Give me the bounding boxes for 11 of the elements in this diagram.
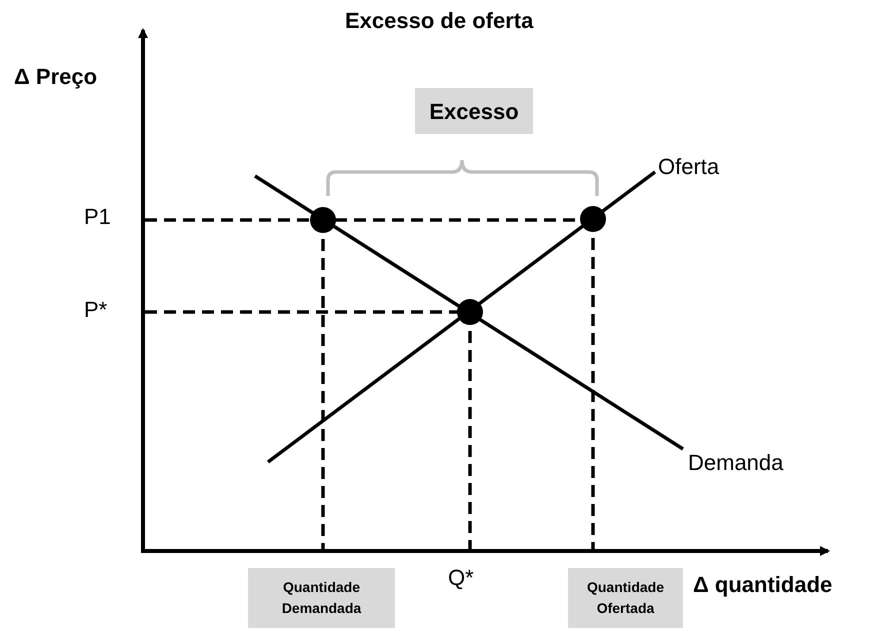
label-box: Excesso: [415, 88, 533, 134]
axis-tick-label: P*: [84, 297, 108, 323]
chart-title: Excesso de oferta: [345, 8, 534, 34]
axis-tick-label: Q*: [448, 565, 474, 591]
label-box: Quantidade Demandada: [248, 568, 395, 628]
axis-label: Δ Preço: [14, 64, 98, 90]
label-box: Quantidade Ofertada: [568, 568, 683, 628]
curve-label: Oferta: [658, 154, 720, 180]
axis-label: Δ quantidade: [693, 572, 832, 598]
curve-label: Demanda: [688, 450, 784, 476]
axis-tick-label: P1: [84, 204, 111, 230]
